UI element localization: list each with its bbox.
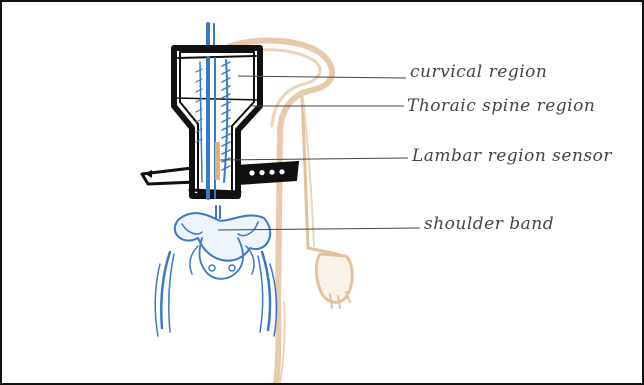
label-shoulder-band: shoulder band [424, 214, 554, 234]
pelvis-sketch [155, 206, 276, 336]
label-thoracic-spine-region: Thoraic spine region [407, 96, 595, 116]
label-cervical-region: curvical region [410, 62, 547, 82]
lumbar-sensor [215, 142, 220, 180]
neck-rod [208, 24, 214, 48]
label-lumbar-region-sensor: Lambar region sensor [412, 146, 612, 166]
leader-line-cervical [238, 76, 406, 78]
leader-line-lumbar [220, 158, 408, 160]
